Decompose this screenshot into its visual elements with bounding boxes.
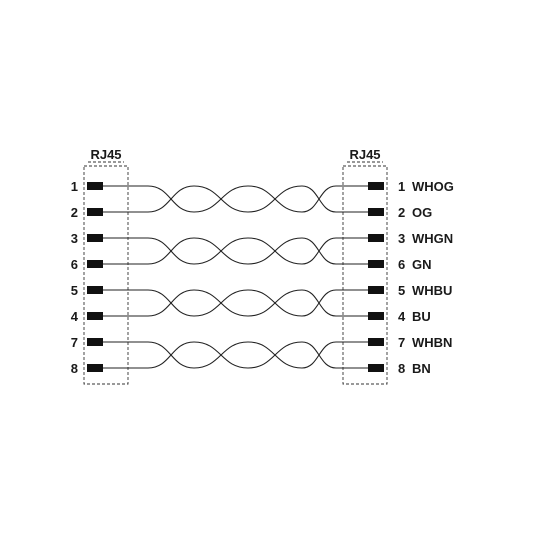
- right-pin-number: 3: [398, 231, 405, 246]
- left-pin-number: 7: [71, 335, 78, 350]
- twisted-wire: [128, 185, 343, 213]
- right-wire-color: OG: [412, 205, 432, 220]
- right-wire-color: WHOG: [412, 179, 454, 194]
- right-wire-color: BN: [412, 361, 431, 376]
- right-pin-contact: [368, 312, 384, 320]
- twisted-wire: [128, 237, 343, 265]
- left-pin-number: 1: [71, 179, 78, 194]
- right-pin-number: 7: [398, 335, 405, 350]
- right-wire-color: BU: [412, 309, 431, 324]
- left-pin-contact: [87, 338, 103, 346]
- left-pin-number: 6: [71, 257, 78, 272]
- wire-pairs: 1 1 WHOG 2 2 OG 3 3 WHGN 6 6 GN 5 5 WHBU 4 4 BU 7 7 WHBN 8 8 BN: [71, 179, 454, 376]
- twisted-wire: [128, 289, 343, 317]
- left-pin-contact: [87, 208, 103, 216]
- right-pin-contact: [368, 182, 384, 190]
- left-pin-number: 4: [71, 309, 79, 324]
- left-connector-label: RJ45: [90, 147, 121, 162]
- right-connector-housing: [342, 165, 388, 385]
- left-pin-number: 3: [71, 231, 78, 246]
- right-pin-number: 8: [398, 361, 405, 376]
- right-pin-contact: [368, 234, 384, 242]
- left-connector-housing: [83, 165, 129, 385]
- left-pin-contact: [87, 234, 103, 242]
- right-pin-contact: [368, 364, 384, 372]
- left-pin-contact: [87, 260, 103, 268]
- right-pin-contact: [368, 338, 384, 346]
- right-pin-number: 4: [398, 309, 406, 324]
- right-pin-number: 1: [398, 179, 405, 194]
- left-pin-contact: [87, 182, 103, 190]
- right-pin-number: 2: [398, 205, 405, 220]
- twisted-wire: [128, 185, 343, 213]
- right-pin-contact: [368, 260, 384, 268]
- right-wire-color: WHBU: [412, 283, 452, 298]
- twisted-wire: [128, 341, 343, 369]
- twisted-wire: [128, 237, 343, 265]
- left-pin-number: 5: [71, 283, 78, 298]
- right-pin-contact: [368, 208, 384, 216]
- right-connector-label: RJ45: [349, 147, 380, 162]
- right-wire-color: GN: [412, 257, 432, 272]
- right-pin-number: 5: [398, 283, 405, 298]
- left-pin-number: 8: [71, 361, 78, 376]
- right-wire-color: WHGN: [412, 231, 453, 246]
- twisted-wire: [128, 341, 343, 369]
- left-pin-contact: [87, 364, 103, 372]
- right-pin-number: 6: [398, 257, 405, 272]
- right-pin-contact: [368, 286, 384, 294]
- twisted-wire: [128, 289, 343, 317]
- left-pin-contact: [87, 312, 103, 320]
- left-pin-contact: [87, 286, 103, 294]
- right-wire-color: WHBN: [412, 335, 452, 350]
- left-pin-number: 2: [71, 205, 78, 220]
